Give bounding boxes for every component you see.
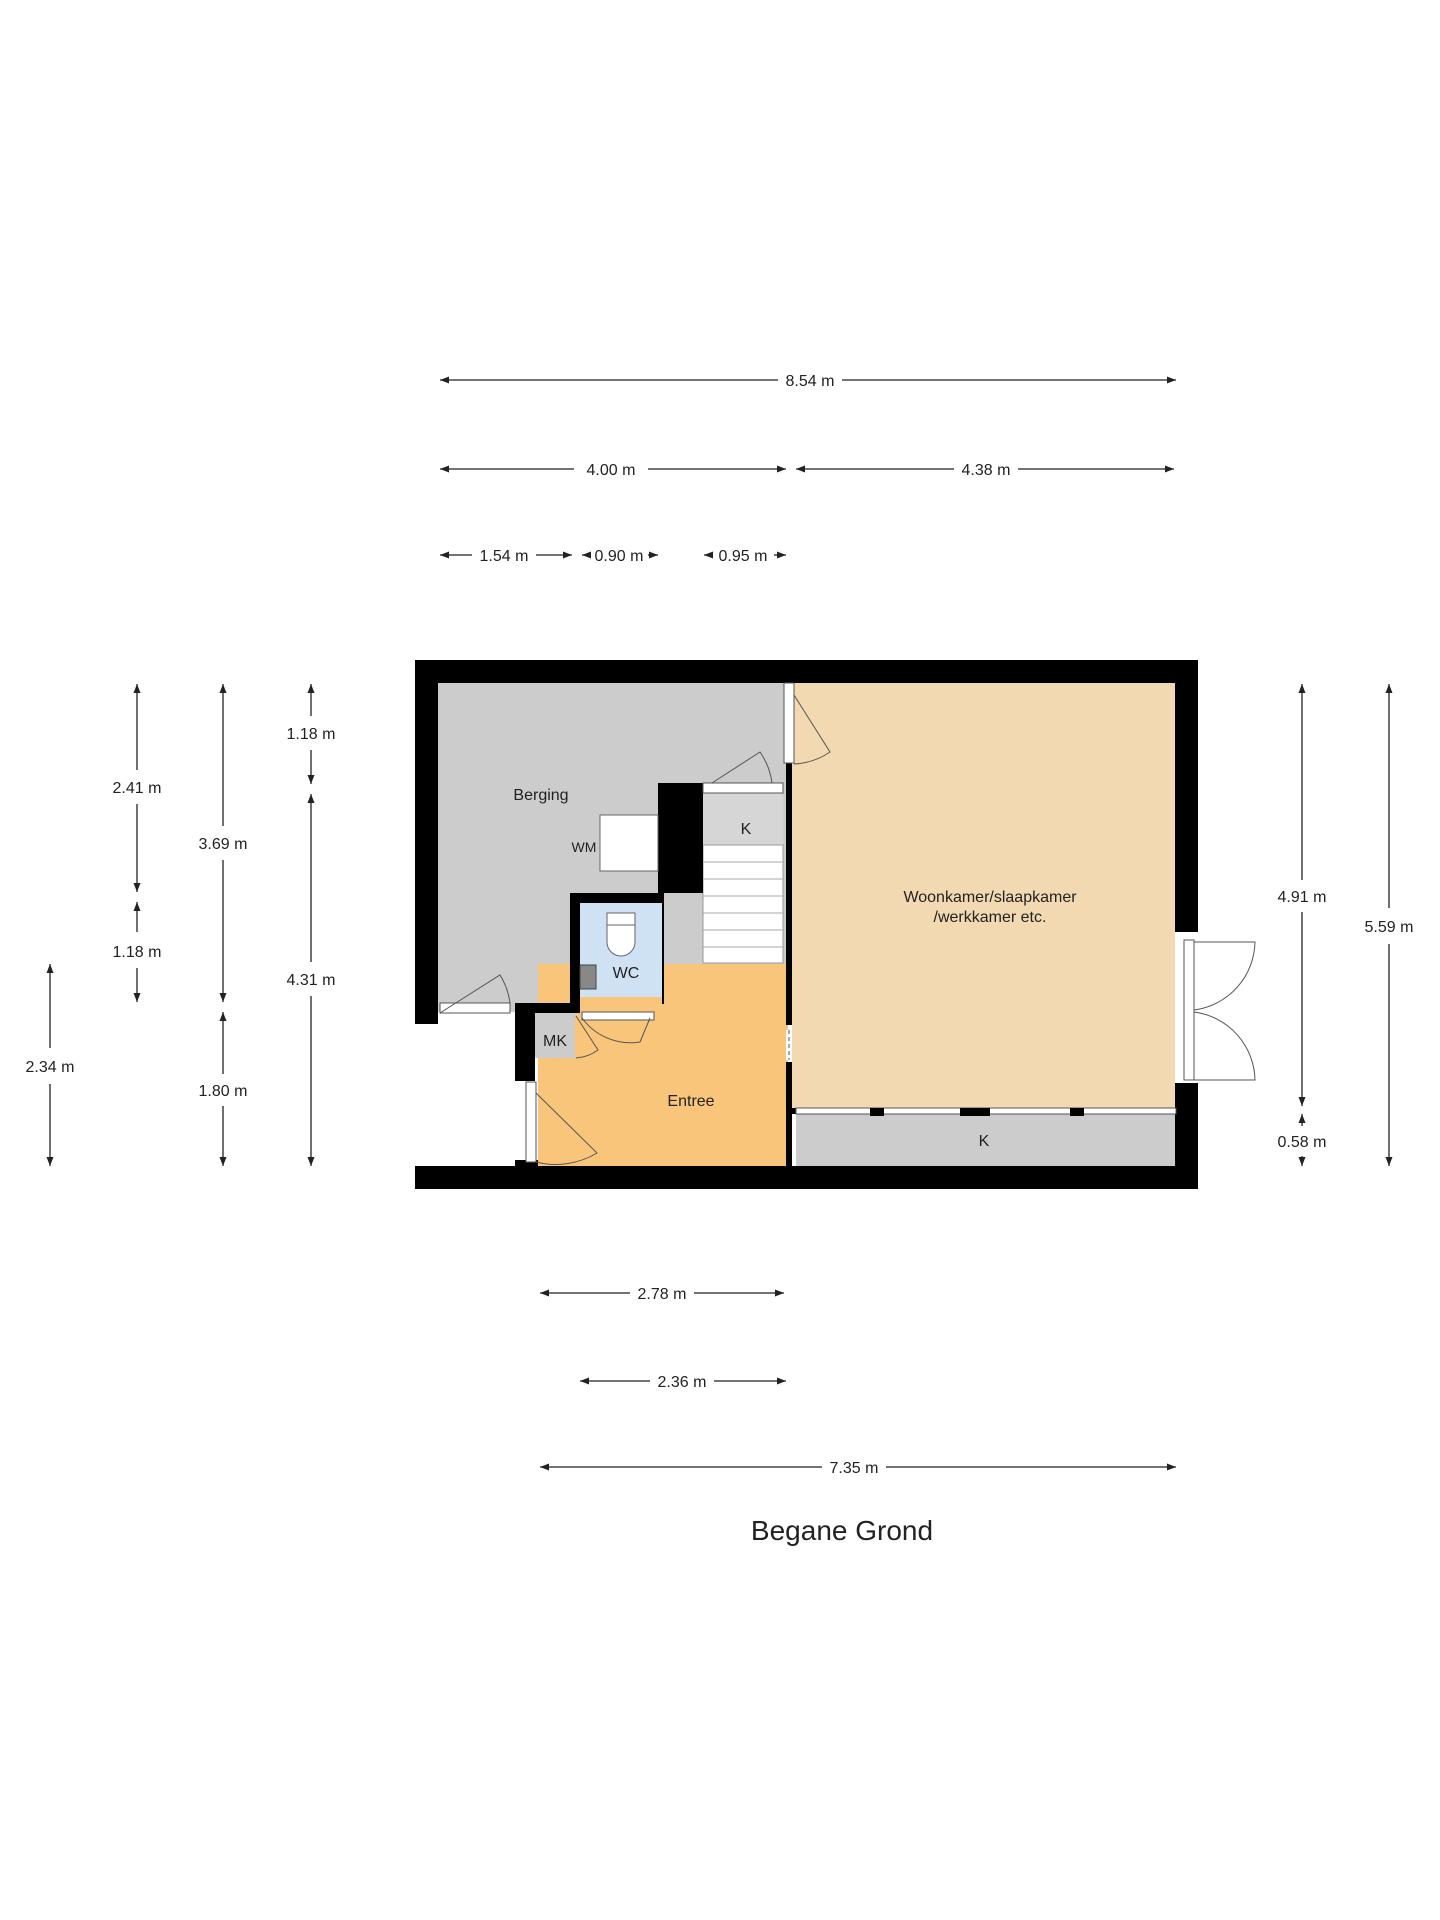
dim-left-e: 1.18 m (287, 726, 336, 743)
dim-right-b: 0.58 m (1278, 1134, 1327, 1151)
dimension-lines (46, 376, 1393, 1471)
toilet-icon (579, 912, 636, 990)
woonkamer-floor (792, 683, 1175, 1108)
dim-bottom-c: 7.35 m (830, 1460, 879, 1477)
dim-left-f: 4.31 m (287, 972, 336, 989)
washing-machine-icon (599, 814, 659, 872)
label-woonkamer-1: Woonkamer/slaapkamer (903, 889, 1077, 906)
label-k-stair: K (741, 821, 752, 838)
label-entree: Entree (667, 1093, 714, 1110)
stair-steps (703, 861, 783, 948)
staircase (702, 844, 784, 964)
window-strip (795, 1107, 1177, 1116)
dim-top-left: 4.00 m (587, 462, 636, 479)
dim-bottom-a: 2.78 m (638, 1286, 687, 1303)
dim-left-a: 2.41 m (113, 780, 162, 797)
room-labels: Berging WM K WC MK Entree Woonkamer/slaa… (513, 787, 1077, 1150)
label-wc: WC (613, 965, 640, 982)
dim-top-b: 0.90 m (595, 548, 644, 565)
dim-right-a: 4.91 m (1278, 889, 1327, 906)
dim-left-d: 1.80 m (199, 1083, 248, 1100)
dim-left-c: 3.69 m (199, 836, 248, 853)
label-wm: WM (572, 839, 597, 855)
room-fills (438, 683, 1176, 1166)
label-woonkamer-2: /werkkamer etc. (934, 909, 1047, 926)
label-mk: MK (543, 1033, 567, 1050)
k-stair-floor (703, 793, 783, 845)
label-k-bottom: K (979, 1133, 990, 1150)
dim-top-total: 8.54 m (786, 373, 835, 390)
walls (415, 660, 1198, 1189)
dim-left-b: 1.18 m (113, 944, 162, 961)
dimension-labels: 8.54 m 4.00 m 4.38 m 1.54 m 0.90 m 0.95 … (26, 373, 1414, 1477)
label-berging: Berging (513, 787, 568, 804)
dim-right-c: 5.59 m (1365, 919, 1414, 936)
mk-floor (535, 1012, 575, 1058)
dim-left-g: 2.34 m (26, 1059, 75, 1076)
dim-top-a: 1.54 m (480, 548, 529, 565)
plan-title: Begane Grond (751, 1515, 933, 1546)
dim-bottom-b: 2.36 m (658, 1374, 707, 1391)
k-bottom-floor (796, 1112, 1176, 1166)
doors (439, 682, 1256, 1165)
dim-top-right: 4.38 m (962, 462, 1011, 479)
dim-top-c: 0.95 m (719, 548, 768, 565)
